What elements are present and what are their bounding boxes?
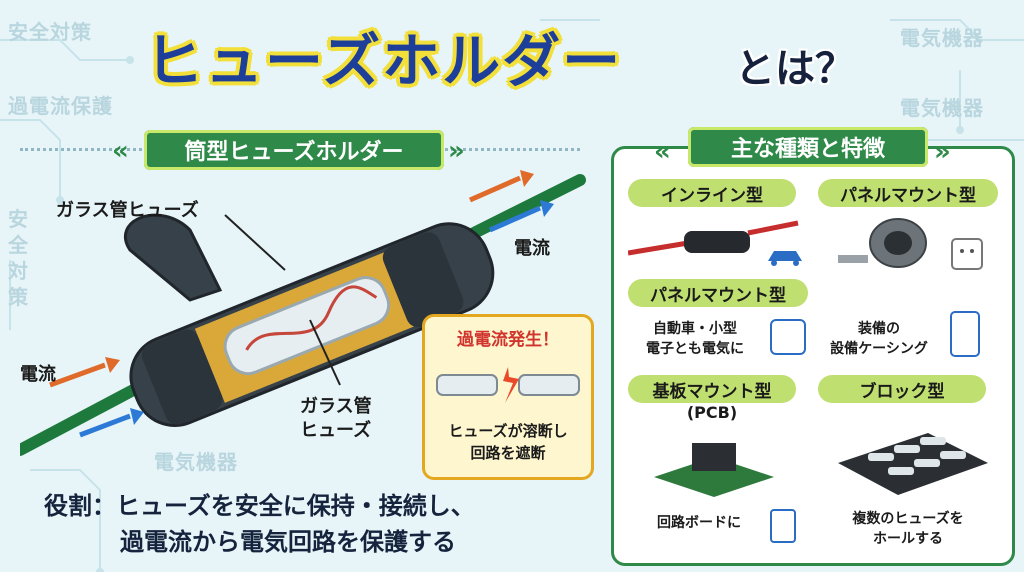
type-pcb-desc: 回路ボードに xyxy=(657,515,741,531)
type-panel-mount-label-2: パネルマウント型 xyxy=(628,279,808,307)
tablet-icon xyxy=(770,509,796,543)
type-equipment-desc1: 装備の xyxy=(858,321,900,337)
role-line1: 役割：ヒューズを安全に保持・接続し、 xyxy=(44,492,475,520)
title-area: ヒューズホルダー とは？ xyxy=(0,2,1024,98)
chevron-left-icon: « xyxy=(112,136,129,166)
type-inline-label: インライン型 xyxy=(628,179,796,207)
left-section-tag: 筒型ヒューズホルダー xyxy=(144,130,444,170)
label-glass-fuse: ガラス管ヒューズ xyxy=(56,200,199,221)
type-panel-mount-desc1: 自動車・小型 xyxy=(653,321,737,337)
inline-fuse-icon xyxy=(628,220,802,266)
page-subtitle: とは？ xyxy=(735,46,855,92)
type-equipment-desc2: 設備ケーシング xyxy=(830,341,928,357)
page-title: ヒューズホルダー xyxy=(144,26,623,96)
car-icon xyxy=(770,319,806,355)
chevron-right-icon: » xyxy=(934,137,951,167)
overcurrent-line2: 回路を遮断 xyxy=(470,444,546,462)
overcurrent-title: 過電流発生！ xyxy=(457,330,559,350)
watermark-electrical-2: 電気機器 xyxy=(900,96,984,120)
watermark-overcurrent: 過電流保護 xyxy=(8,94,113,118)
fuse-holder-illustration xyxy=(20,170,586,456)
types-panel: « 主な種類と特徴 » インライン型 パネルマウント型 パネルマウント型 自動車… xyxy=(611,127,1015,566)
overcurrent-bubble: 過電流発生！ ヒューズが溶断し 回路を遮断 xyxy=(422,314,594,480)
type-block-desc1: 複数のヒューズを xyxy=(852,511,964,527)
label-current-right: 電流 xyxy=(514,238,550,259)
chevron-right-icon: » xyxy=(448,136,465,166)
watermark-safety-vertical: 安全対策 xyxy=(8,207,29,309)
label-current-left: 電流 xyxy=(20,364,56,385)
type-panel-mount-label: パネルマウント型 xyxy=(818,179,998,207)
right-section-tag: 主な種類と特徴 xyxy=(688,127,928,167)
panel-mount-fuse-icon xyxy=(838,218,983,270)
type-pcb-sub: (PCB) xyxy=(686,403,738,422)
blown-fuse-icon xyxy=(436,367,580,403)
type-block-label: ブロック型 xyxy=(818,375,986,403)
watermark-electrical-1: 電気機器 xyxy=(900,26,984,50)
type-panel-mount-desc2: 電子とも電気に xyxy=(646,341,744,357)
device-icon xyxy=(950,311,980,357)
label-glass-tube-line1: ガラス管 xyxy=(300,396,372,417)
watermark-electrical-3: 電気機器 xyxy=(154,450,238,474)
label-glass-tube-line2: ヒューズ xyxy=(300,420,372,441)
overcurrent-line1: ヒューズが溶断し xyxy=(448,422,568,440)
block-fuse-icon xyxy=(838,433,988,495)
type-pcb-label: 基板マウント型 xyxy=(628,375,796,403)
type-block-desc2: ホールする xyxy=(873,531,943,547)
watermark-safety: 安全対策 xyxy=(8,20,92,44)
chevron-left-icon: « xyxy=(654,137,671,167)
pcb-fuse-icon xyxy=(654,443,774,497)
role-line2: 過電流から電気回路を保護する xyxy=(120,528,456,556)
